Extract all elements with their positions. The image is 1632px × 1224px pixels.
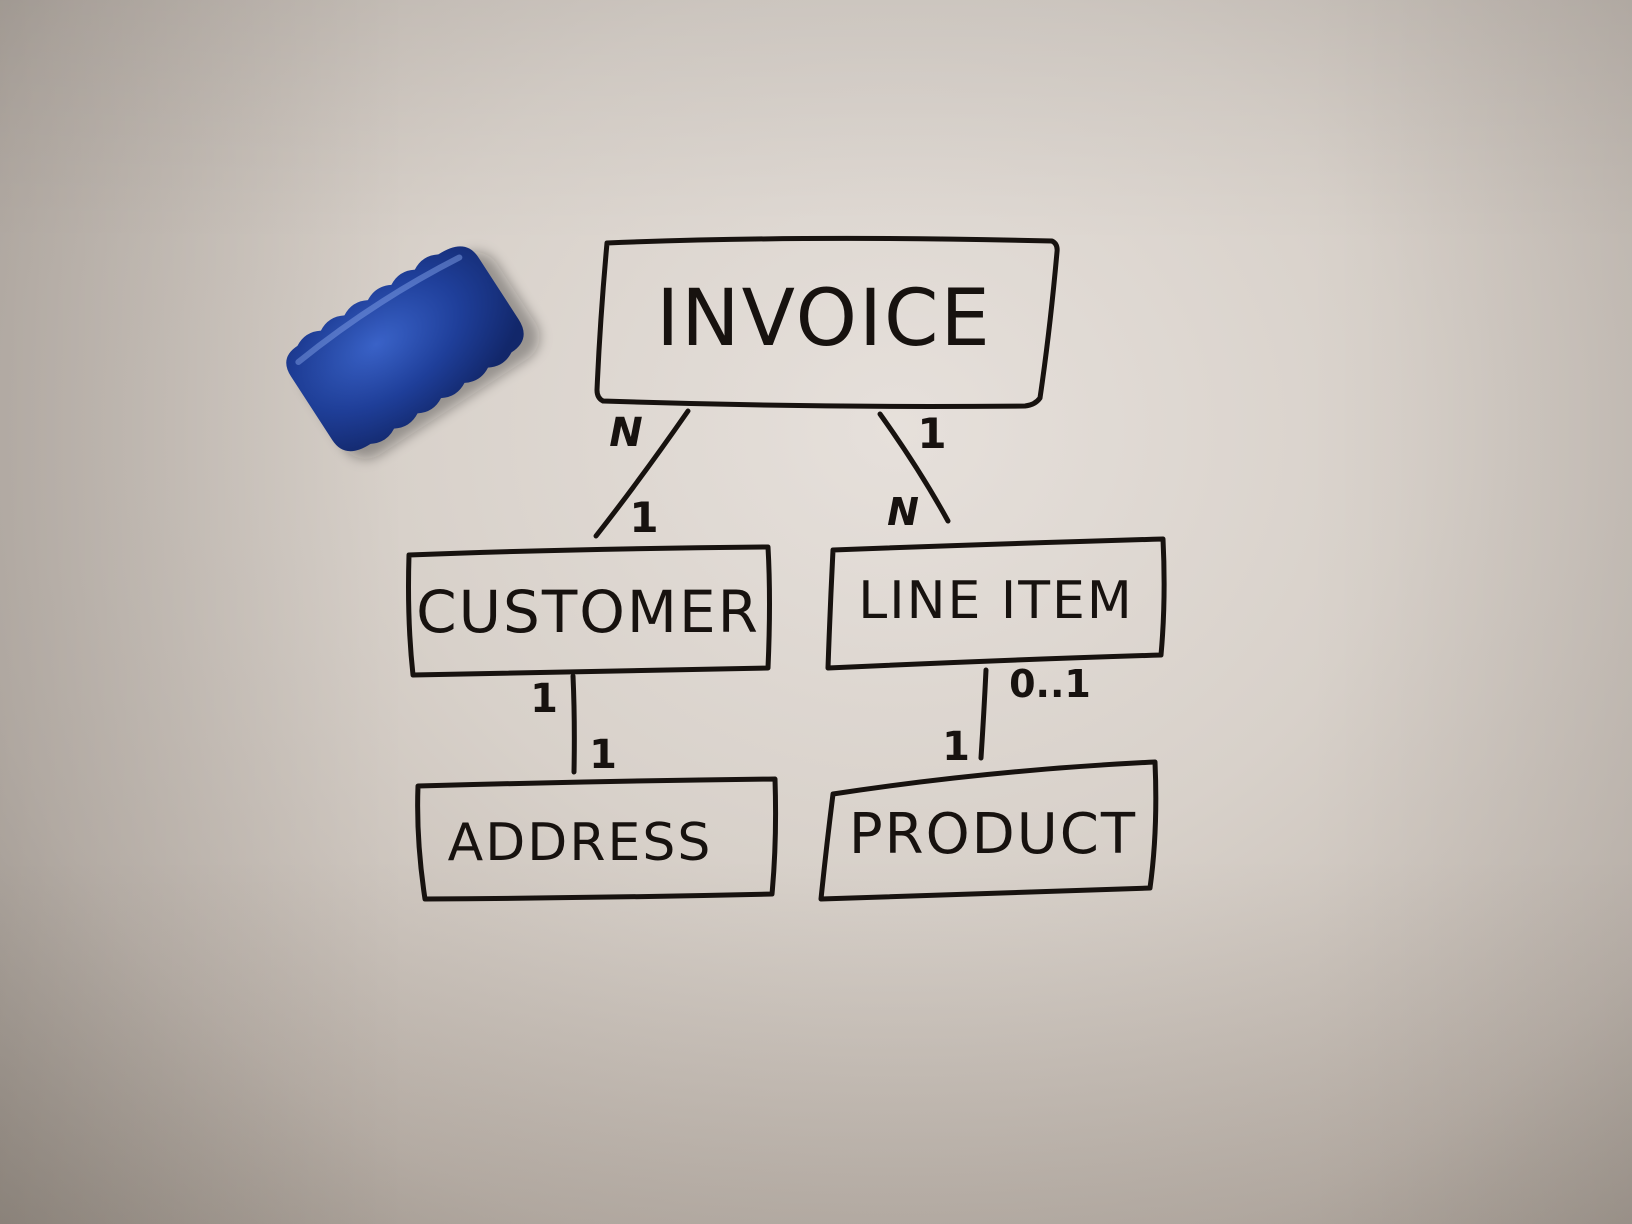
entity-customer: CUSTOMER [406,544,772,678]
entity-address: ADDRESS [415,776,779,902]
relationship-line-item-product: 0..1 1 [942,662,1091,770]
entity-address-label: ADDRESS [448,813,713,873]
multiplicity-invoice-customer-invoice-end: N [609,410,642,456]
multiplicity-line-item-product-product-end: 1 [942,724,970,770]
entity-product: PRODUCT [818,759,1159,902]
entity-product-label: PRODUCT [849,802,1137,867]
entity-invoice: INVOICE [594,235,1060,409]
relationship-invoice-customer: N 1 [593,408,691,542]
entity-line-item: LINE ITEM [825,536,1167,671]
multiplicity-invoice-customer-customer-end: 1 [629,493,658,542]
entity-customer-label: CUSTOMER [416,578,760,646]
multiplicity-customer-address-address-end: 1 [589,732,617,778]
multiplicity-invoice-line-item-invoice-end: 1 [917,409,946,458]
entity-line-item-label: LINE ITEM [858,571,1133,631]
entity-invoice-label: INVOICE [656,274,991,364]
multiplicity-line-item-product-line-item-end: 0..1 [1009,662,1091,706]
relationship-customer-address: 1 1 [530,673,617,778]
eraser-icon [286,246,540,459]
multiplicity-customer-address-customer-end: 1 [530,676,558,722]
relationship-invoice-line-item: 1 N [877,409,951,534]
multiplicity-invoice-line-item-line-item-end: N [887,490,919,534]
